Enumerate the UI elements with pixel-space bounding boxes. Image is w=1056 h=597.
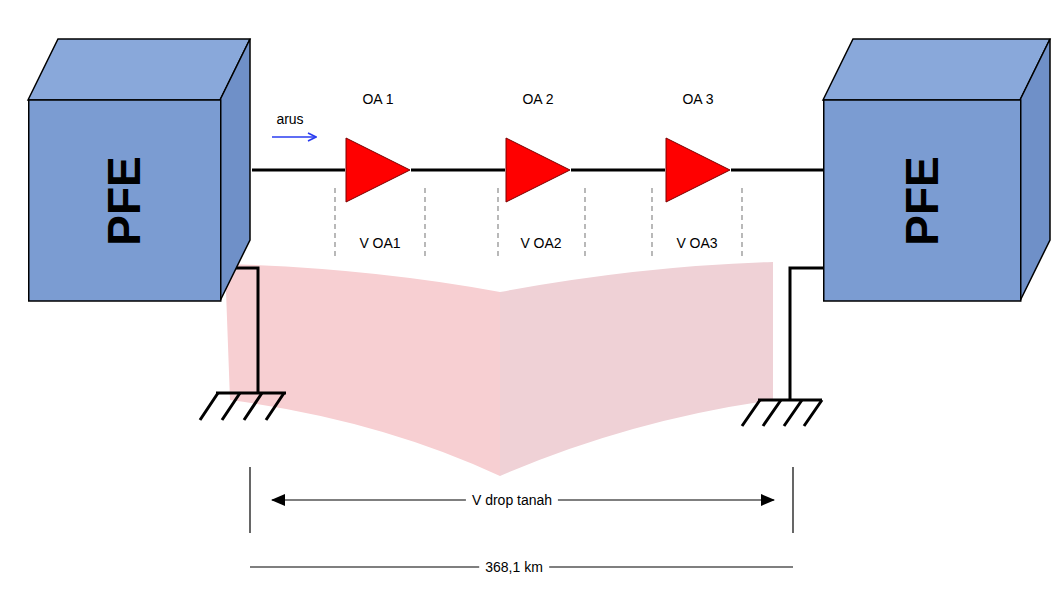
dimension-lines <box>250 467 793 567</box>
signal-line <box>571 169 665 172</box>
voltage-label: V OA2 <box>520 234 561 252</box>
ground-drop-region <box>225 262 773 476</box>
voltage-markers <box>335 188 742 258</box>
optical-amplifier: OA 3 <box>665 88 731 202</box>
amplifier-label: OA 3 <box>682 90 713 108</box>
voltage-label: V OA3 <box>676 234 717 252</box>
optical-amplifier: OA 1 <box>345 88 411 202</box>
voltage-label: V OA1 <box>359 234 400 252</box>
node-label: PFE <box>101 156 147 245</box>
node-label: PFE <box>899 156 945 245</box>
current-label: arus <box>276 110 303 128</box>
amplifier-label: OA 2 <box>522 90 553 108</box>
signal-line <box>252 169 345 172</box>
signal-line <box>411 169 505 172</box>
dimension-label: 368,1 km <box>479 558 549 576</box>
pfe-box: PFE <box>28 38 252 302</box>
optical-amplifier: OA 2 <box>505 88 571 202</box>
dimension-label: V drop tanah <box>466 491 558 509</box>
current-arrow <box>272 136 316 138</box>
signal-line <box>731 169 823 172</box>
pfe-box: PFE <box>823 38 1052 302</box>
amplifier-label: OA 1 <box>362 90 393 108</box>
ground-symbol <box>742 268 823 426</box>
